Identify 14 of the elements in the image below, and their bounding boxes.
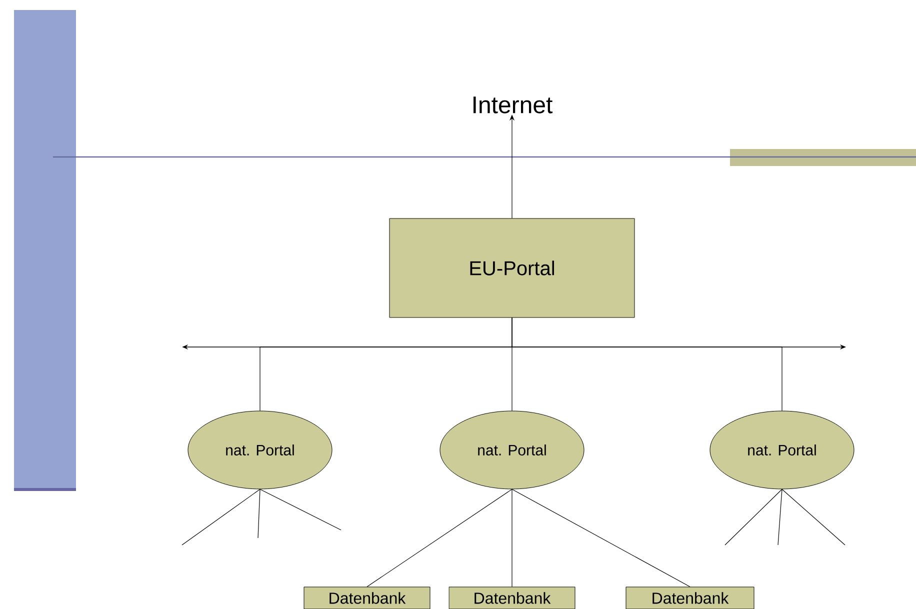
connector [260, 488, 342, 530]
connector [782, 488, 846, 546]
connector [512, 488, 690, 588]
connector [778, 488, 782, 546]
connector [512, 317, 782, 412]
heading-text: Internet [474, 96, 553, 114]
database-box: Datenbank [448, 586, 576, 609]
connector [258, 488, 260, 538]
database-box: Datenbank [304, 586, 430, 609]
database-box: Datenbank [626, 586, 754, 609]
connector [182, 488, 260, 546]
connector [724, 488, 782, 546]
portal-box: EU-Portal [389, 218, 635, 318]
connector [366, 488, 512, 588]
